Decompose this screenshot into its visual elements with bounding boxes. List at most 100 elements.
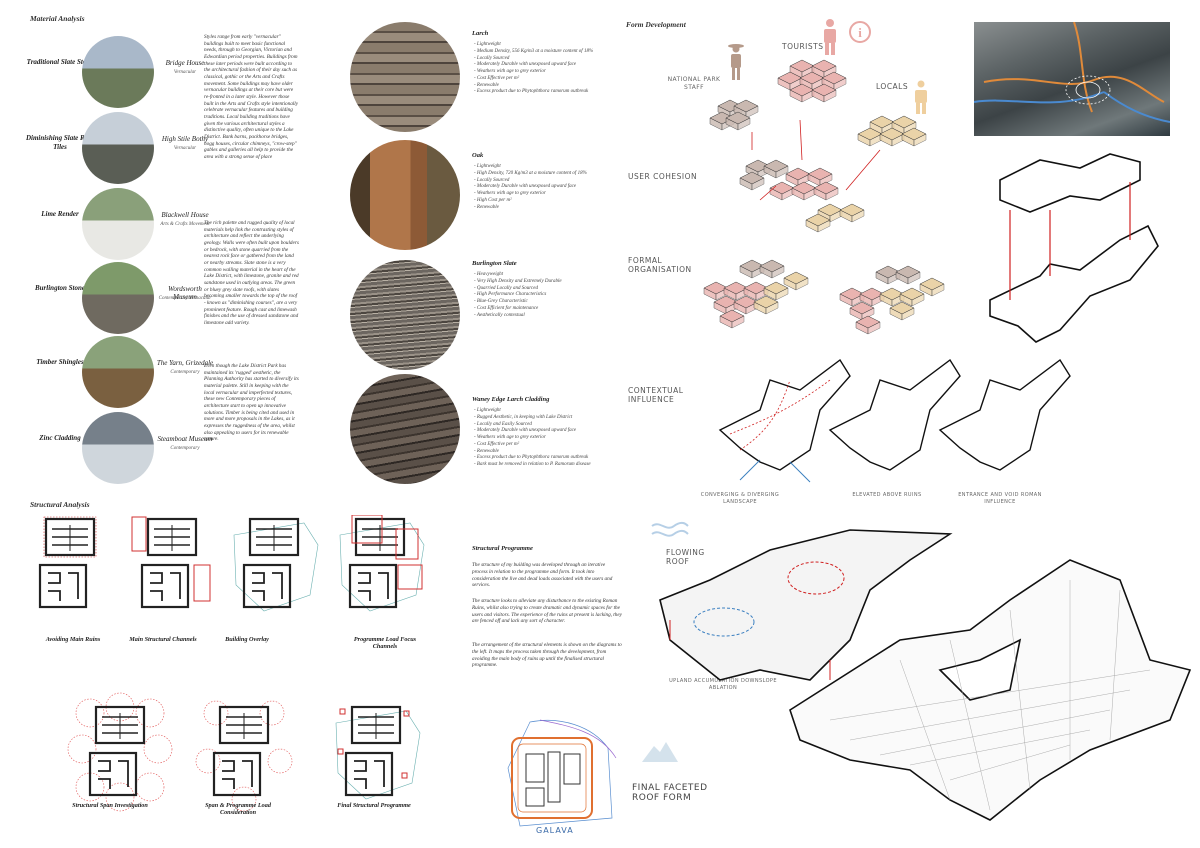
caption-span-investigation: Structural Span Investigation xyxy=(72,802,148,809)
final-structural-diagram xyxy=(335,705,421,800)
building-overlay-diagram xyxy=(233,517,319,612)
contextual-influence-label: CONTEXTUAL INFLUENCE xyxy=(628,386,684,404)
timber-property: Very High Density and Extremely Durable xyxy=(474,279,624,286)
building-name: High Stile Bothy xyxy=(161,135,209,143)
burlington-slate-photo xyxy=(350,260,460,370)
timber-property: Lightweight xyxy=(474,164,624,171)
caption-programme-load: Programme Load Focus Channels xyxy=(353,636,417,651)
wave-icon xyxy=(651,521,689,537)
timber-property: Cost Efficient for maintenance xyxy=(474,306,624,313)
material-label: Diminishing Slate Roof Tiles xyxy=(25,134,95,151)
timber-property: Heavyweight xyxy=(474,272,624,279)
programme-text-2: The structure looks to alleviate any dis… xyxy=(472,598,622,625)
caption-avoiding: Avoiding Main Ruins xyxy=(45,636,101,643)
timber-properties: HeavyweightVery High Density and Extreme… xyxy=(474,272,624,319)
caption-final-structural: Final Structural Programme xyxy=(337,802,411,809)
building-style: Vernacular xyxy=(173,70,197,75)
svg-text:i: i xyxy=(858,25,862,40)
upland-label: UPLAND ACCUMULATION DOWNSLOPE ABLATION xyxy=(669,678,777,691)
timber-property: High Density, 720 Kg/m3 at a moisture co… xyxy=(474,171,624,178)
mountain-icon xyxy=(642,742,678,762)
tourists-blocks xyxy=(777,59,847,103)
timber-property: Weathers with age to grey exterior xyxy=(474,69,624,76)
building-style: Contemporary xyxy=(170,370,200,375)
timber-property: Cost Effective per m² xyxy=(474,442,624,449)
timber-property: Moderately Durable with unexposed upward… xyxy=(474,62,624,69)
timber-property: Rugged Aesthetic, in keeping with Lake D… xyxy=(474,415,624,422)
main-channels-diagram xyxy=(131,516,211,609)
roof-form-drawings xyxy=(659,529,1192,821)
material-label: Traditional Slate Stone xyxy=(26,58,94,66)
building-name: The Yarn, Grizedale xyxy=(156,359,214,367)
larch-photo xyxy=(350,22,460,132)
programme-text-3: The arrangement of the structural elemen… xyxy=(472,642,622,669)
timber-property: Renewable xyxy=(474,83,624,90)
extruded-form xyxy=(989,153,1159,343)
material-label: Zinc Cladding xyxy=(39,434,81,442)
building-style: Contemporary Vernacular xyxy=(158,296,212,301)
timber-properties: LightweightMedium Density, 556 Kg/m3 at … xyxy=(474,42,624,96)
timber-property: Moderately Durable with unexposed upward… xyxy=(474,428,624,435)
tourists-label: TOURISTS xyxy=(782,42,824,51)
material-text-1: Styles range from early "vernacular" bui… xyxy=(204,34,298,160)
timber-property: High Cost per m² xyxy=(474,198,624,205)
galava-label: GALAVA xyxy=(536,826,574,835)
timber-property: Moderately Durable with unexposed upward… xyxy=(474,184,624,191)
programme-load-diagram xyxy=(339,515,425,612)
timber-property: High Performance Characteristics xyxy=(474,292,624,299)
building-style: Vernacular xyxy=(173,146,197,151)
timber-property: Locally Sourced xyxy=(474,56,624,63)
elevated-label: ELEVATED ABOVE RUINS xyxy=(852,492,922,498)
converging-label: CONVERGING & DIVERGING LANDSCAPE xyxy=(700,492,780,505)
material-label: Timber Shingles xyxy=(36,358,84,366)
timber-property: Blue-Grey Characteristic xyxy=(474,299,624,306)
user-cohesion-label: USER COHESION xyxy=(628,172,698,181)
structural-analysis-heading: Structural Analysis xyxy=(30,500,90,509)
timber-property: Excess product due to Phytophthora ramor… xyxy=(474,455,624,462)
material-analysis-heading: Material Analysis xyxy=(30,14,85,23)
form-development-heading: Form Development xyxy=(626,20,686,29)
timber-property: Weathers with age to grey exterior xyxy=(474,435,624,442)
timber-property: Aesthetically contextual xyxy=(474,313,624,320)
timber-property: Lightweight xyxy=(474,42,624,49)
flowing-roof-label: FLOWING ROOF xyxy=(666,548,705,566)
waney-larch-photo xyxy=(350,374,460,484)
structural-diagrams xyxy=(38,515,425,812)
building-name: Bridge House xyxy=(165,59,205,67)
formal-org-1 xyxy=(703,259,809,329)
span-load-diagram xyxy=(195,700,293,812)
timber-title: Burlington Slate xyxy=(472,260,517,267)
material-photo xyxy=(82,412,154,484)
timber-property: Locally Sourced xyxy=(474,178,624,185)
building-name: Blackwell House xyxy=(161,211,209,219)
material-text-2: The rich palette and rugged quality of l… xyxy=(204,220,299,326)
programme-text-1: The structure of my building was develop… xyxy=(472,562,613,589)
timber-title: Larch xyxy=(472,30,489,37)
material-photo xyxy=(82,36,154,108)
programme-heading: Structural Programme xyxy=(472,545,533,552)
timber-property: Weathers with age to grey exterior xyxy=(474,191,624,198)
timber-properties: LightweightHigh Density, 720 Kg/m3 at a … xyxy=(474,164,624,211)
building-name: Steamboat Museum xyxy=(157,435,213,443)
terrain-map-image xyxy=(973,21,1171,136)
material-label: Lime Render xyxy=(41,210,79,218)
timber-property: Bark must be removed in relation to P. R… xyxy=(474,462,624,469)
timber-property: Excess product due to Phytophthora ramor… xyxy=(474,89,624,96)
galava-site-plan xyxy=(507,719,617,827)
timber-property: Lightweight xyxy=(474,408,624,415)
avoiding-ruins-diagram xyxy=(38,516,97,609)
timber-property: Renewable xyxy=(474,449,624,456)
locals-blocks xyxy=(857,115,927,147)
locals-label: LOCALS xyxy=(876,82,909,91)
timber-properties: LightweightRugged Aesthetic, in keeping … xyxy=(474,408,624,469)
material-label: Burlington Stone xyxy=(35,284,85,292)
caption-channels: Main Structural Channels xyxy=(129,636,197,643)
timber-property: Quarried Locally and Sourced xyxy=(474,286,624,293)
building-style: Contemporary xyxy=(170,446,200,451)
material-photo xyxy=(82,262,154,334)
local-icon xyxy=(915,80,927,114)
contextual-forms xyxy=(718,358,1071,483)
staff-label: NATIONAL PARK STAFF xyxy=(667,76,721,91)
timber-property: Medium Density, 556 Kg/m3 at a moisture … xyxy=(474,49,624,56)
form-development-diagrams xyxy=(703,59,1159,483)
